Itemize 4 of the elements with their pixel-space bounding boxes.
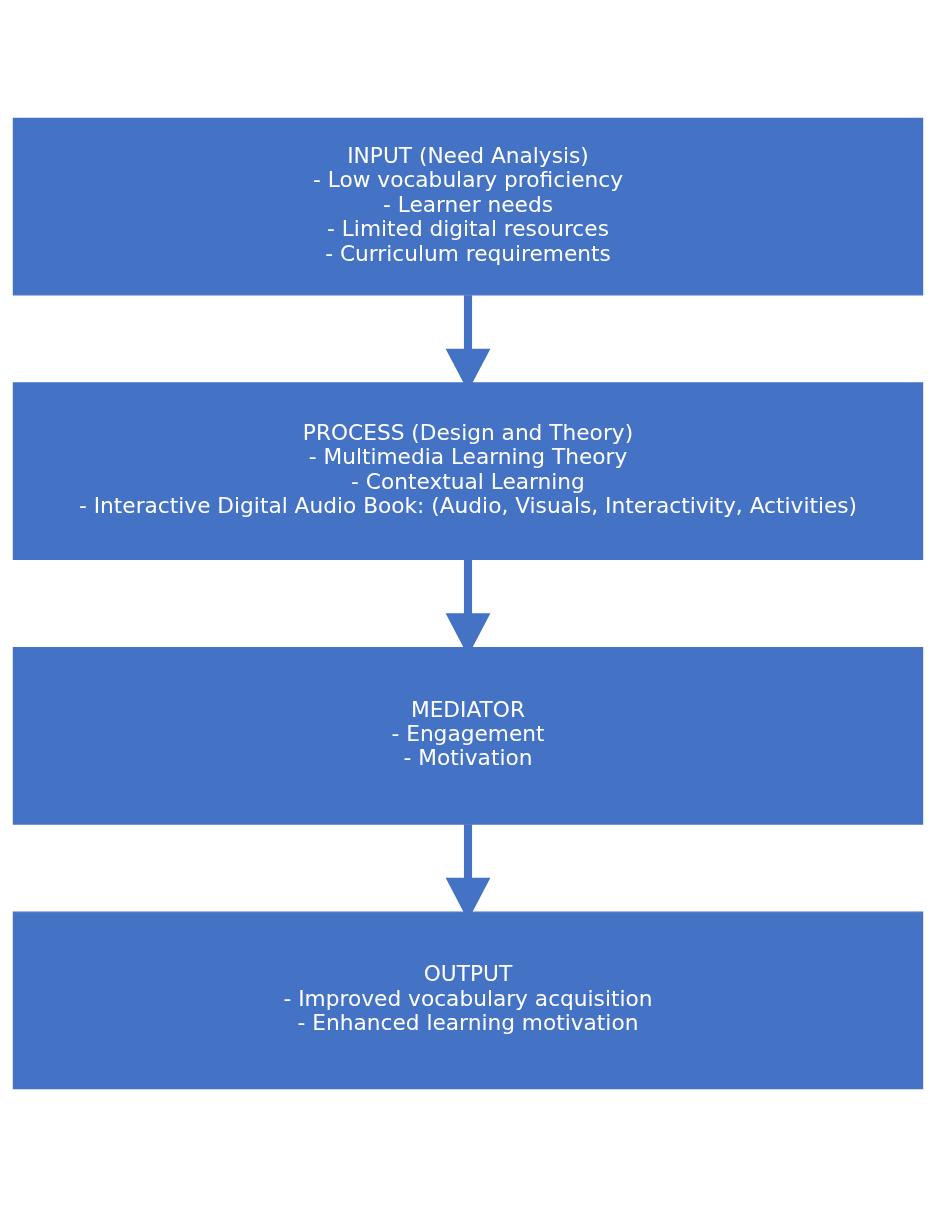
node-box: OUTPUT - Improved vocabulary acquisition - Enhanced learning motivation: [12, 911, 924, 1090]
node-box: PROCESS (Design and Theory) - Multimedia Learning Theory - Contextual Learning - Interactive Digital Audio Book: (Audio, Visuals, Interactivity, Activities): [12, 382, 924, 561]
node-box: MEDIATOR - Engagement - Motivation: [12, 646, 924, 825]
node-box: INPUT (Need Analysis) - Low vocabulary proficiency - Learner needs - Limited digital resources - Curriculum requirements: [12, 117, 924, 296]
